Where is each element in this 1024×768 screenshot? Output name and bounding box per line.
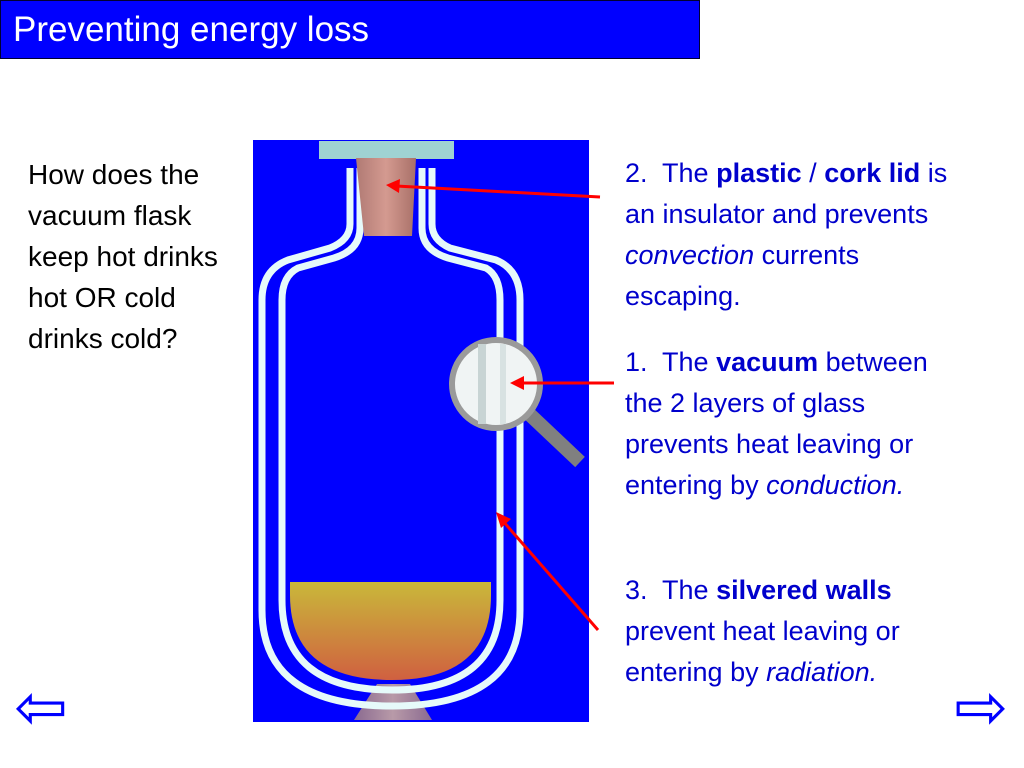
- walls-pointer-line: [500, 519, 600, 631]
- magnified-vacuum-gap: [478, 344, 486, 424]
- fact-lid-number: 2.: [625, 158, 648, 188]
- fact-vacuum-italic: conduction.: [766, 470, 905, 500]
- fact-vacuum-bold: vacuum: [716, 347, 819, 377]
- page-title: Preventing energy loss: [13, 10, 370, 49]
- fact-vacuum-rest: between the 2 layers of glass prevents h…: [625, 347, 928, 500]
- outer-glass-wall: [258, 168, 524, 710]
- title-bar: Preventing energy loss: [0, 0, 700, 59]
- magnifier-handle: [520, 404, 585, 468]
- lid-pointer-line: [395, 184, 601, 199]
- fact-walls: 3. The silvered walls prevent heat leavi…: [625, 570, 970, 693]
- walls-pointer-head: [496, 512, 511, 528]
- fact-lid: 2. The plastic / cork lid is an insulato…: [625, 153, 970, 317]
- fact-walls-number: 3.: [625, 575, 648, 605]
- fact-lid-italic: convection: [625, 240, 755, 270]
- fact-lid-end: currents escaping.: [625, 240, 860, 311]
- fact-walls-the: The: [662, 575, 709, 605]
- fact-vacuum-number: 1.: [625, 347, 648, 377]
- flask-cap: [319, 141, 454, 159]
- magnified-glass-layer: [500, 344, 506, 424]
- fact-lid-bold-plastic: plastic: [716, 158, 802, 188]
- inner-glass-wall: [278, 168, 504, 694]
- fact-lid-rest: is an insulator and prevents: [625, 158, 948, 229]
- fact-vacuum: 1. The vacuum between the 2 layers of gl…: [625, 342, 970, 506]
- question-text: How does the vacuum flask keep hot drink…: [28, 159, 218, 354]
- cork-lid: [356, 158, 416, 236]
- lid-pointer-head: [386, 179, 400, 193]
- hot-drink-liquid: [290, 582, 491, 680]
- fact-lid-separator: /: [809, 158, 817, 188]
- left-arrow-icon[interactable]: ⇦: [14, 671, 68, 745]
- right-arrow-icon[interactable]: ⇨: [954, 671, 1008, 745]
- fact-lid-bold-cork: cork lid: [824, 158, 921, 188]
- fact-walls-bold: silvered walls: [716, 575, 892, 605]
- vacuum-pointer-head: [510, 376, 524, 390]
- fact-vacuum-the: The: [662, 347, 709, 377]
- flask-stand: [354, 684, 432, 720]
- fact-walls-italic: radiation.: [766, 657, 878, 687]
- fact-walls-rest: prevent heat leaving or entering by: [625, 616, 900, 687]
- fact-lid-the: The: [662, 158, 709, 188]
